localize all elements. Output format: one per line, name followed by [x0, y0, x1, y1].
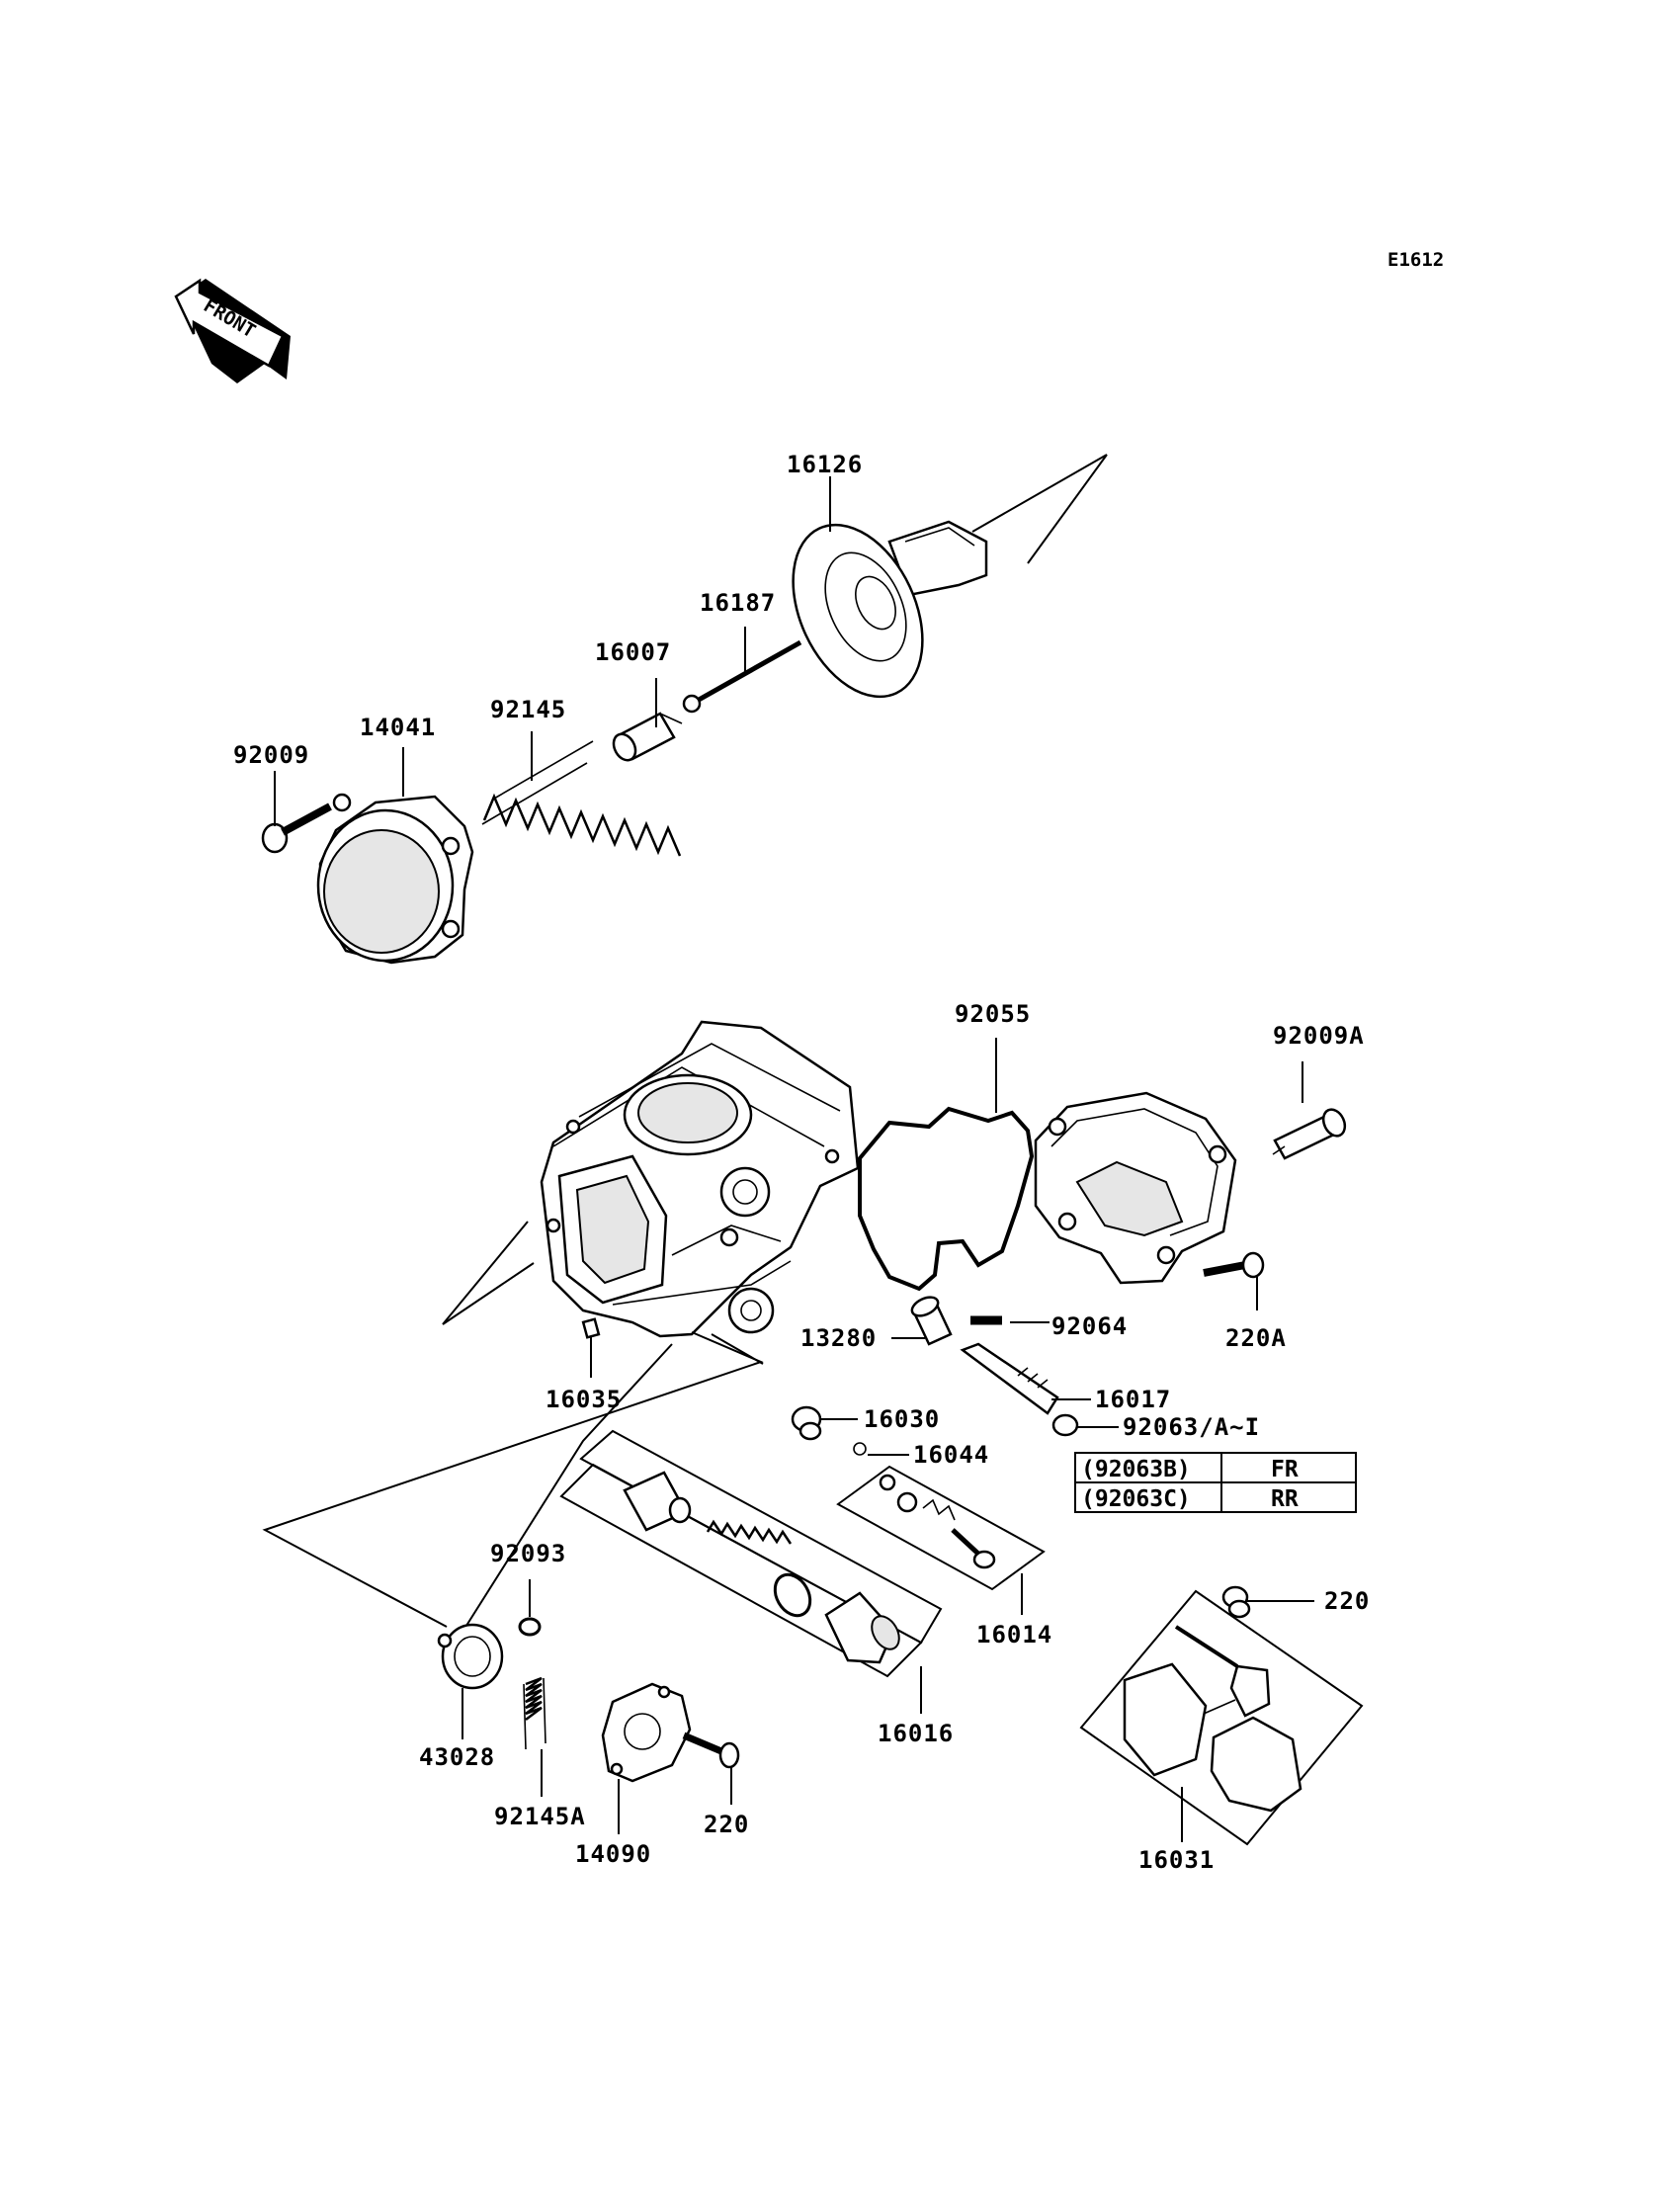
plug-16030 [791, 1405, 822, 1441]
needle-jet-16017 [960, 1342, 1059, 1415]
front-arrow-icon: FRONT [174, 278, 291, 383]
screw-92009A [1272, 1108, 1347, 1160]
float-kit-16031 [1079, 1589, 1364, 1846]
float-bowl [1034, 1091, 1237, 1285]
label-92093: 92093 [490, 1540, 566, 1567]
label-220-lower: 220 [704, 1811, 749, 1838]
o-ring-92093 [518, 1617, 542, 1637]
label-16007: 16007 [595, 638, 671, 666]
label-92009A: 92009A [1273, 1022, 1365, 1050]
label-220A: 220A [1225, 1324, 1287, 1352]
kit-16016-frame [559, 1429, 943, 1678]
variant-position-1: RR [1271, 1486, 1299, 1512]
jet-needle-16187 [682, 639, 802, 714]
label-16030: 16030 [864, 1405, 940, 1433]
label-16031: 16031 [1138, 1846, 1215, 1874]
pilot-screw-16035 [581, 1317, 601, 1339]
label-92064: 92064 [1051, 1312, 1128, 1340]
leader-lines [274, 476, 1314, 1842]
diagram-ref-code: E1612 [1387, 249, 1444, 271]
cover-14090 [601, 1682, 692, 1783]
spring-92145A [523, 1676, 546, 1750]
label-16014: 16014 [976, 1621, 1052, 1648]
carburetor-body [442, 1020, 860, 1365]
screw-92009 [261, 803, 332, 854]
top-cover-14041 [316, 793, 474, 965]
spring-seat-16007 [612, 712, 683, 762]
label-43028: 43028 [419, 1743, 495, 1771]
label-220-right: 220 [1324, 1587, 1370, 1615]
label-92145A: 92145A [494, 1803, 586, 1830]
label-16044: 16044 [913, 1441, 989, 1469]
float-bowl-gasket-92055 [858, 1106, 1035, 1292]
label-92009: 92009 [233, 741, 309, 769]
kit-16014-frame [836, 1465, 1046, 1591]
diaphragm-43028 [437, 1623, 504, 1690]
label-92063: 92063/A~I [1123, 1413, 1260, 1441]
lower-left-leader-lines [262, 1331, 764, 1630]
variant-code-0: (92063B) [1081, 1457, 1191, 1482]
label-16035: 16035 [546, 1386, 622, 1413]
needle-jet-holder-13280 [910, 1296, 953, 1346]
vacuum-piston-16126 [792, 454, 1108, 699]
screw-220-lower [682, 1732, 740, 1805]
variant-code-1: (92063C) [1081, 1486, 1191, 1512]
label-16016: 16016 [878, 1720, 954, 1747]
label-16017: 16017 [1095, 1386, 1171, 1413]
variant-table: (92063B) FR (92063C) RR [1074, 1452, 1357, 1513]
label-13280: 13280 [800, 1324, 877, 1352]
label-14090: 14090 [575, 1840, 651, 1868]
label-16126: 16126 [787, 451, 863, 478]
clip-16044 [853, 1442, 867, 1456]
label-92145: 92145 [490, 696, 566, 723]
label-16187: 16187 [700, 589, 776, 617]
part-labels: 16126 16187 16007 92145 14041 92009 9205… [233, 451, 1370, 1874]
label-92055: 92055 [955, 1000, 1031, 1028]
screw-220-right [1221, 1585, 1251, 1619]
variant-position-0: FR [1271, 1457, 1299, 1482]
screw-220A [1203, 1251, 1265, 1310]
label-14041: 14041 [360, 714, 436, 741]
spring-92145 [481, 740, 682, 857]
jet-92063 [1051, 1413, 1079, 1437]
